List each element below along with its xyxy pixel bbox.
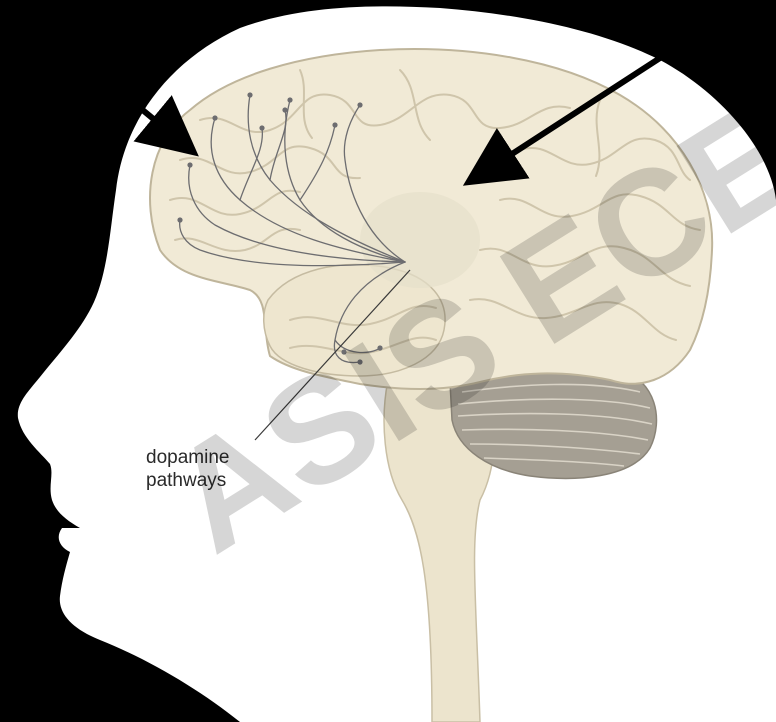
diagram-stage: dopamine pathways ASIS ECE [0,0,776,722]
brain-diagram: dopamine pathways ASIS ECE [0,0,776,722]
